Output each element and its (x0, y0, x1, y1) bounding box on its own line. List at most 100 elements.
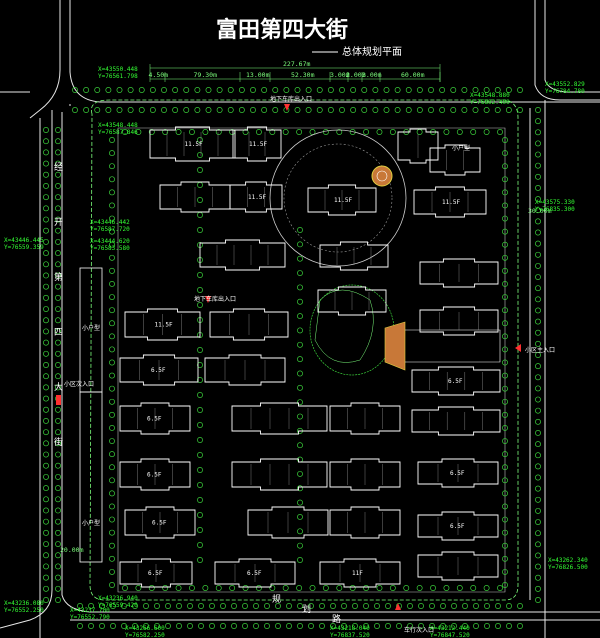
tree-icon (55, 160, 61, 167)
tree-icon (116, 107, 123, 113)
tree-icon (143, 603, 149, 609)
tree-icon (43, 552, 49, 559)
tree-icon (109, 424, 115, 431)
south-entrance-marker (395, 603, 401, 610)
tree-icon (109, 176, 115, 183)
building-block: 6.5F (214, 558, 296, 588)
tree-icon (286, 623, 292, 629)
tree-icon (197, 497, 203, 503)
tree-icon (176, 623, 182, 629)
tree-icon (209, 603, 215, 609)
street-trees (43, 87, 541, 629)
tree-icon (197, 362, 203, 368)
tree-icon (197, 302, 203, 308)
west-road-name-char: 第 (54, 271, 63, 283)
tree-icon (43, 529, 49, 536)
dimension-segment-label: 3.00m (362, 71, 382, 79)
tree-icon (43, 261, 49, 268)
south-entrance-label: 车行次入口 (404, 626, 434, 634)
tree-icon (535, 140, 541, 147)
tree-icon (286, 603, 292, 609)
tree-icon (535, 507, 541, 514)
tree-icon (55, 406, 61, 413)
coordinate-label: Y=76784.780 (545, 88, 585, 95)
tree-icon (197, 287, 203, 293)
tree-icon (109, 137, 115, 143)
tree-icon (43, 440, 49, 447)
tree-icon (43, 339, 49, 346)
coordinate-label: X=43548.448 (98, 122, 138, 129)
tree-icon (535, 229, 541, 236)
tree-icon (322, 129, 329, 135)
tree-icon (55, 216, 61, 223)
tree-icon (440, 623, 446, 629)
tree-icon (55, 496, 61, 503)
tree-icon (227, 87, 234, 93)
tree-icon (350, 107, 357, 113)
tree-icon (216, 107, 223, 113)
tree-icon (506, 603, 512, 609)
tree-icon (506, 623, 512, 629)
tree-icon (197, 377, 203, 383)
tree-icon (275, 623, 281, 629)
tree-icon (383, 107, 390, 113)
tree-icon (43, 317, 49, 324)
tree-icon (535, 296, 541, 303)
tree-icon (43, 384, 49, 391)
tree-icon (336, 129, 343, 135)
tree-icon (505, 87, 512, 93)
building-block: 6.5F (417, 511, 499, 541)
building-block (419, 306, 499, 336)
tree-icon (43, 451, 49, 458)
coordinate-label: Y=76583.580 (90, 245, 130, 252)
central-plaza (269, 129, 407, 267)
tree-icon (502, 555, 508, 562)
tree-icon (405, 87, 412, 93)
tree-icon (55, 574, 61, 581)
tree-icon (189, 129, 195, 135)
tree-icon (483, 129, 490, 135)
tree-icon (55, 384, 61, 391)
tree-icon (197, 437, 203, 443)
west-road-name-char: 四 (54, 328, 63, 338)
tree-icon (535, 385, 541, 392)
tree-icon (385, 623, 391, 629)
tree-icon (502, 163, 508, 170)
tree-icon (451, 623, 457, 629)
tree-icon (297, 227, 303, 233)
tree-icon (297, 470, 303, 477)
west-road-name-char: 开 (54, 217, 63, 228)
tree-icon (43, 194, 49, 201)
tree-icon (43, 283, 49, 290)
tree-icon (216, 87, 223, 93)
tree-icon (341, 603, 347, 609)
tree-icon (43, 485, 49, 492)
tree-icon (502, 176, 508, 183)
tree-icon (297, 284, 303, 291)
tree-icon (55, 171, 61, 178)
tree-icon (209, 623, 215, 629)
dimension-segment-label: 3.00m (330, 71, 350, 79)
tree-icon (109, 385, 115, 392)
building-block: 11.5F (124, 308, 201, 341)
building-block (329, 506, 401, 539)
retail-label: 小户型 (82, 324, 100, 332)
tree-icon (43, 160, 49, 167)
top-dimension-lines (149, 64, 441, 82)
tree-icon (242, 603, 248, 609)
tree-icon (197, 557, 203, 563)
tree-icon (282, 129, 289, 135)
tree-icon (450, 87, 457, 93)
dimension-segment-label: 52.30m (291, 71, 315, 79)
tree-icon (494, 107, 501, 113)
tree-icon (372, 87, 379, 93)
tree-icon (535, 129, 541, 136)
tree-icon (350, 87, 357, 93)
east-entrance-plaza (384, 321, 501, 371)
garage-entrance-marker (205, 296, 211, 303)
building-floor-label: 6.5F (448, 378, 463, 385)
tree-icon (416, 87, 423, 93)
tree-icon (189, 585, 195, 591)
